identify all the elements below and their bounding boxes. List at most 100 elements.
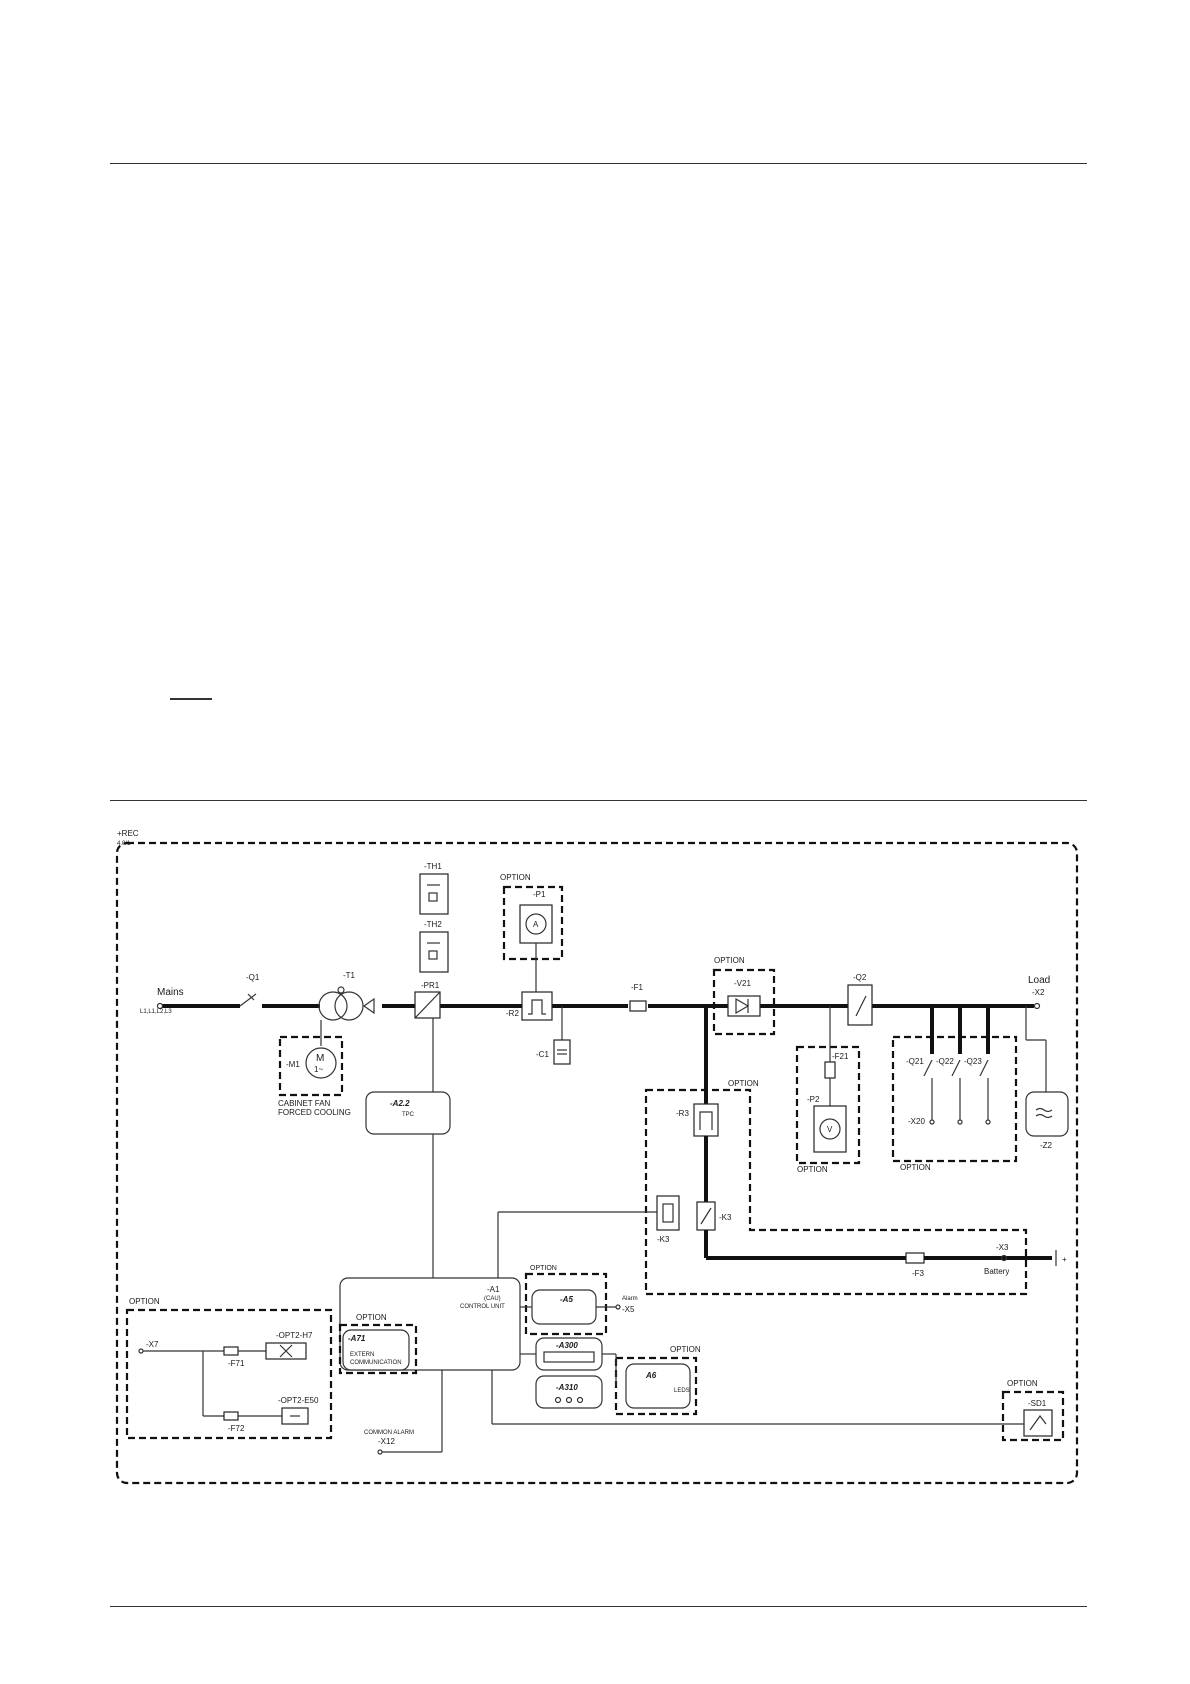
a5-option-box — [524, 1272, 608, 1336]
k3-coil: -K3 — [656, 1195, 680, 1244]
opt2-e50-label: -OPT2-E50 — [278, 1396, 319, 1405]
q23-breaker: -Q23 — [964, 1006, 991, 1125]
a300-label: -A300 — [556, 1341, 578, 1350]
a300-display — [543, 1351, 595, 1363]
battery-option-label: OPTION — [728, 1079, 759, 1088]
p1-ammeter — [525, 913, 547, 935]
mains-phases: L1,L1,L2,L3 — [140, 1009, 172, 1015]
sd1-symbol — [1029, 1414, 1047, 1431]
svg-text:-K3: -K3 — [719, 1213, 732, 1222]
enclosure-label: +REC — [117, 829, 139, 838]
bottom-rule — [110, 1606, 1087, 1607]
svg-text:-C1: -C1 — [536, 1050, 549, 1059]
r2-shunt: -R2 — [506, 991, 553, 1021]
z2-symbol — [1035, 1107, 1053, 1119]
p1-symbol: A — [533, 920, 539, 929]
p2-option-box — [795, 1045, 861, 1165]
a6-sublabel: LEDS — [674, 1388, 690, 1394]
svg-text:-Q23: -Q23 — [964, 1057, 982, 1066]
battery-terminal — [1000, 1254, 1008, 1262]
svg-text:-F1: -F1 — [631, 983, 644, 992]
svg-text:-TH1: -TH1 — [424, 862, 442, 871]
pr1-rectifier: -PR1 — [414, 981, 441, 1019]
z2-label: -Z2 — [1040, 1141, 1053, 1150]
x12-title: COMMON ALARM — [364, 1430, 414, 1436]
f72-label: -F72 — [228, 1424, 245, 1433]
f71-fuse — [223, 1346, 239, 1356]
sd1-option-box — [1001, 1390, 1065, 1442]
a71-option-box — [338, 1323, 418, 1375]
a5-option-label: OPTION — [530, 1265, 557, 1272]
battery-label: Battery — [984, 1267, 1009, 1276]
x5-alarm-label: Alarm — [622, 1296, 638, 1302]
r3-shunt: -R3 — [676, 1103, 719, 1137]
x12-terminal — [377, 1449, 383, 1455]
fan-caption-2: FORCED COOLING — [278, 1108, 351, 1117]
svg-text:-PR1: -PR1 — [421, 981, 440, 990]
x12-label: -X12 — [378, 1437, 395, 1446]
m1-option-box — [278, 1035, 344, 1097]
opt2-h7-label: -OPT2-H7 — [276, 1331, 313, 1340]
middle-rule — [110, 800, 1087, 801]
x5-label: -X5 — [622, 1305, 635, 1314]
q2x-option-box — [891, 1035, 1018, 1163]
v21-option-label: OPTION — [714, 956, 745, 965]
a1-label: -A1 — [487, 1285, 500, 1294]
z2-filter — [1025, 1091, 1069, 1137]
p2-option-label: OPTION — [797, 1165, 828, 1174]
p1-label: -P1 — [533, 890, 546, 899]
x5-terminal — [615, 1304, 621, 1310]
p2-voltmeter — [819, 1118, 841, 1140]
p2-symbol: V — [827, 1125, 833, 1134]
p2-meter-box — [813, 1105, 847, 1153]
p2-label: -P2 — [807, 1095, 820, 1104]
q2-switch: -Q2 — [847, 973, 873, 1026]
f71-label: -F71 — [228, 1359, 245, 1368]
svg-text:-R3: -R3 — [676, 1109, 689, 1118]
c1-capacitor: -C1 — [536, 1039, 571, 1065]
m1-symbol-top: M — [316, 1053, 324, 1064]
x7-option-label: OPTION — [129, 1297, 160, 1306]
a310-label: -A310 — [556, 1383, 578, 1392]
f72-fuse — [223, 1411, 239, 1421]
svg-text:-F3: -F3 — [912, 1269, 925, 1278]
m1-label: -M1 — [286, 1060, 300, 1069]
battery-option-box — [644, 1088, 1028, 1296]
battery-terminal-label: -X3 — [996, 1243, 1009, 1252]
v21-label: -V21 — [734, 979, 751, 988]
th1-thermostat: -TH1 — [419, 862, 449, 915]
top-rule — [110, 163, 1087, 164]
a1-sublabel-2: CONTROL UNIT — [460, 1304, 505, 1310]
load-terminal-label: -X2 — [1032, 988, 1045, 997]
a71-sublabel-2: COMMUNICATION — [350, 1360, 402, 1366]
th2-thermostat: -TH2 — [419, 920, 449, 973]
svg-text:-Q21: -Q21 — [906, 1057, 924, 1066]
mains-label: Mains — [157, 987, 184, 998]
svg-text:-Q1: -Q1 — [246, 973, 260, 982]
sd1-label: -SD1 — [1028, 1399, 1047, 1408]
a71-box — [342, 1329, 410, 1371]
v21-diode — [727, 995, 761, 1017]
x20-label: -X20 — [908, 1117, 925, 1126]
v21-option-box — [712, 968, 776, 1036]
svg-text:-TH2: -TH2 — [424, 920, 442, 929]
a6-option-label: OPTION — [670, 1345, 701, 1354]
note-underline — [170, 698, 212, 700]
a5-label: -A5 — [560, 1295, 573, 1304]
svg-text:-T1: -T1 — [343, 971, 356, 980]
a22-box — [365, 1091, 451, 1135]
a6-label: A6 — [645, 1371, 657, 1380]
sd1-switch — [1023, 1409, 1053, 1437]
mains-terminal — [156, 1002, 164, 1010]
a310-box — [535, 1375, 603, 1409]
a310-led-1 — [554, 1396, 562, 1404]
p1-meter-box — [519, 904, 553, 944]
q21-breaker: -Q21 — [906, 1006, 935, 1125]
t1-transformer: -T1 — [318, 971, 375, 1021]
a1-sublabel-1: (CAU) — [484, 1296, 501, 1302]
m1-motor-symbol — [305, 1047, 337, 1079]
load-terminal — [1033, 1002, 1041, 1010]
enclosure-border — [115, 841, 1079, 1485]
battery-polarity: + — [1062, 1255, 1067, 1264]
